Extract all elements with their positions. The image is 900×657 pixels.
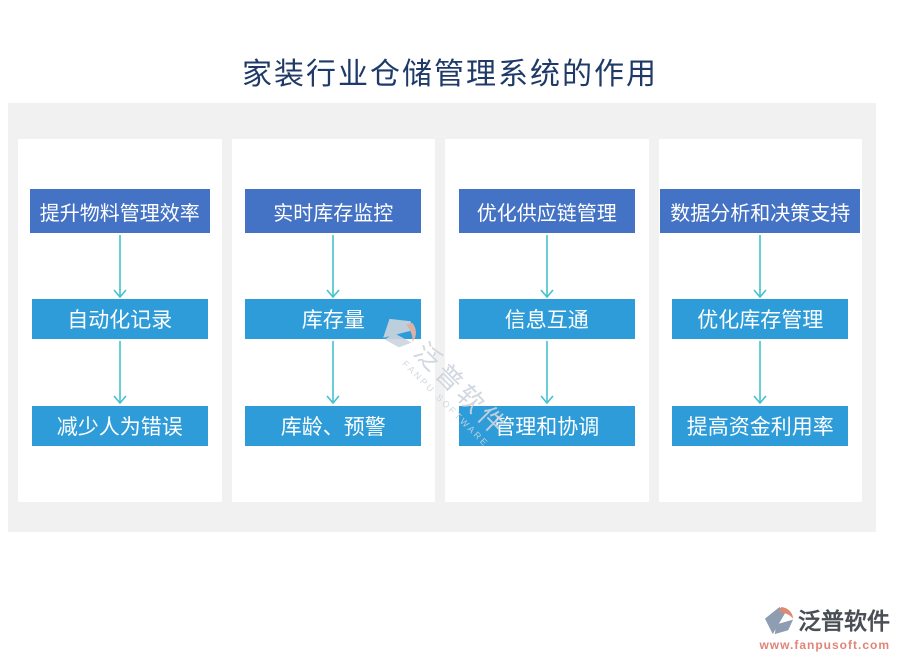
step-box: 库龄、预警 bbox=[245, 406, 422, 446]
step-box: 自动化记录 bbox=[31, 299, 208, 339]
down-arrow-icon bbox=[540, 235, 554, 299]
step-box: 提高资金利用率 bbox=[672, 406, 849, 446]
column-card-3: 优化供应链管理 信息互通 管理和协调 bbox=[445, 139, 649, 502]
step-box: 减少人为错误 bbox=[31, 406, 208, 446]
page-title: 家装行业仓储管理系统的作用 bbox=[242, 58, 658, 91]
step-box: 数据分析和决策支持 bbox=[660, 189, 861, 233]
step-box: 库存量 bbox=[245, 299, 422, 339]
columns-container: 提升物料管理效率 自动化记录 减少人为错误 实时库存监控 库存量 库龄、预警 优… bbox=[8, 103, 876, 532]
down-arrow-icon bbox=[113, 235, 127, 299]
step-box: 管理和协调 bbox=[458, 406, 635, 446]
step-box: 优化库存管理 bbox=[672, 299, 849, 339]
step-box: 实时库存监控 bbox=[245, 189, 422, 233]
step-box: 优化供应链管理 bbox=[458, 189, 635, 233]
column-card-1: 提升物料管理效率 自动化记录 减少人为错误 bbox=[18, 139, 222, 502]
fanpu-logo: 泛普软件 www.fanpusoft.com bbox=[759, 606, 890, 652]
step-box: 信息互通 bbox=[458, 299, 635, 339]
down-arrow-icon bbox=[753, 341, 767, 405]
down-arrow-icon bbox=[540, 341, 554, 405]
fanpu-logo-row: 泛普软件 bbox=[763, 606, 890, 637]
fanpu-website-url: www.fanpusoft.com bbox=[759, 638, 890, 652]
down-arrow-icon bbox=[113, 341, 127, 405]
column-card-2: 实时库存监控 库存量 库龄、预警 bbox=[231, 139, 435, 502]
down-arrow-icon bbox=[326, 235, 340, 299]
down-arrow-icon bbox=[326, 341, 340, 405]
step-box: 提升物料管理效率 bbox=[29, 189, 210, 233]
fanpu-brand-name: 泛普软件 bbox=[798, 608, 890, 634]
fanpu-logo-icon bbox=[764, 606, 794, 635]
column-card-4: 数据分析和决策支持 优化库存管理 提高资金利用率 bbox=[658, 139, 862, 502]
down-arrow-icon bbox=[753, 235, 767, 299]
